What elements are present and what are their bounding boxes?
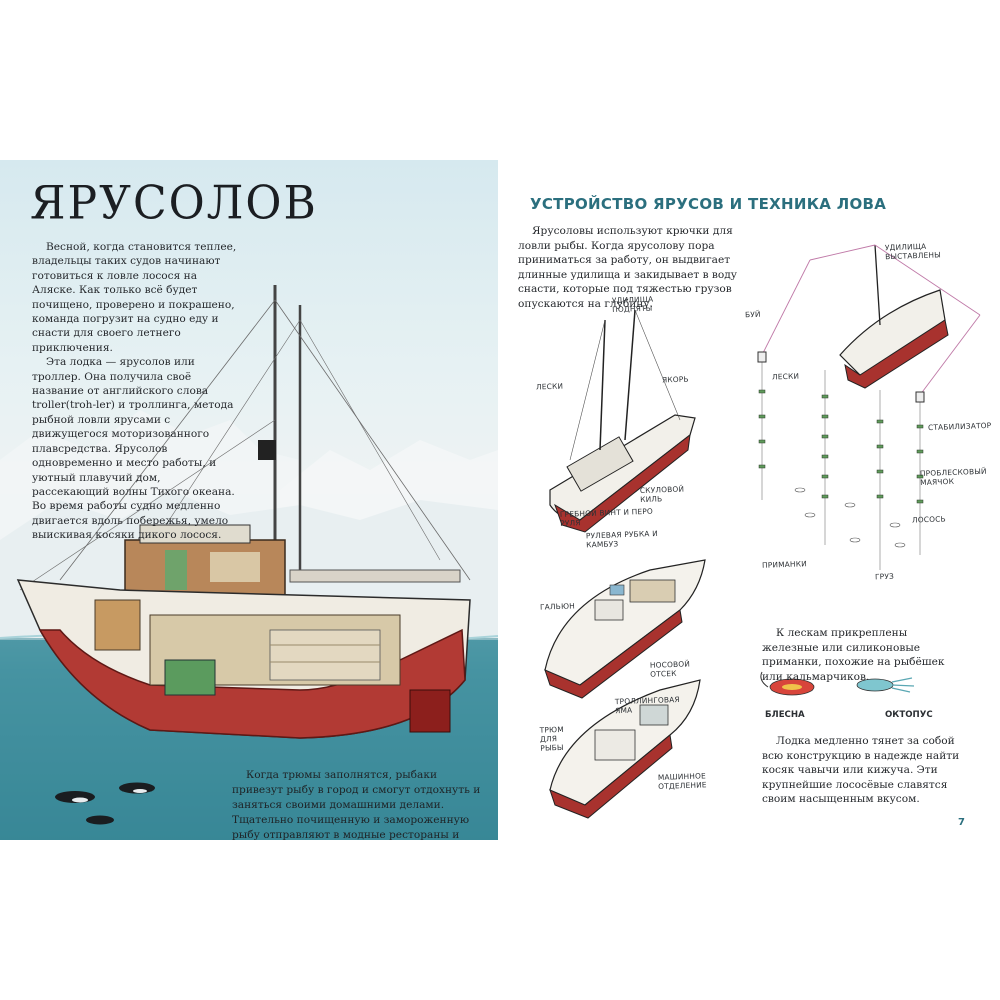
- boat-top-cutaway-drawing: [544, 559, 706, 699]
- label-flasher: ПРОБЛЕСКОВЫЙ МАЯЧОК: [919, 466, 987, 488]
- label-head: ГАЛЬЮН: [539, 601, 576, 612]
- label-anchor: ЯКОРЬ: [661, 374, 689, 385]
- left-caption: Когда трюмы заполнятся, рыбаки привезут …: [232, 769, 481, 840]
- label-octopus-lure: ОКТОПУС: [885, 710, 933, 720]
- right-intro-text: Ярусоловы используют крючки для ловли ры…: [518, 225, 738, 310]
- label-engine-room: МАШИННОЕ ОТДЕЛЕНИЕ: [657, 771, 707, 791]
- label-trolling-pit: ТРОЛЛИНГОВАЯ ЯМА: [614, 694, 680, 716]
- trolling-rig-drawing: [757, 244, 981, 570]
- label-rods-raised: УДИЛИЩА ПОДНЯТЫ: [611, 294, 654, 315]
- label-lines: ЛЕСКИ: [535, 381, 564, 392]
- intro-text: Весной, когда становится теплее, владель…: [32, 240, 237, 543]
- trawler-cutaway-illustration: [0, 285, 498, 840]
- intro-paragraph: Весной, когда становится теплее, владель…: [32, 241, 237, 354]
- right-page: УСТРОЙСТВО ЯРУСОВ И ТЕХНИКА ЛОВА Ярусоло…: [500, 160, 1000, 840]
- section-title: УСТРОЙСТВО ЯРУСОВ И ТЕХНИКА ЛОВА: [530, 195, 887, 213]
- label-lures: ПРИМАНКИ: [761, 559, 808, 570]
- left-page: ЯРУСОЛОВ Весной, когда становится теплее…: [0, 160, 498, 840]
- label-fish-hold: ТРЮМ ДЛЯ РЫБЫ: [539, 724, 564, 753]
- octopus-lure-drawing: [856, 677, 915, 693]
- label-propeller-rudder: ГРЕБНОЙ ВИНТ И ПЕРО РУЛЯ: [559, 506, 654, 528]
- page-title: ЯРУСОЛОВ: [30, 176, 318, 231]
- label-bow-compartment: НОСОВОЙ ОТСЕК: [649, 659, 691, 679]
- page-number: 7: [958, 817, 965, 828]
- slow-tow-text: Лодка медленно тянет за собой всю констр…: [762, 735, 960, 806]
- lures-text: К лескам прикреплены железные или силико…: [762, 627, 945, 683]
- boat-rods-raised-drawing: [549, 309, 696, 533]
- boat-hold-cutaway-drawing: [549, 679, 701, 819]
- intro-paragraph: Эта лодка — ярусолов или троллер. Она по…: [32, 356, 235, 542]
- rigging-diagram: [544, 244, 981, 819]
- label-weight: ГРУЗ: [874, 571, 895, 582]
- label-buoy: БУЙ: [744, 309, 761, 320]
- label-bilge-keel: СКУЛОВОЙ КИЛЬ: [639, 484, 685, 505]
- label-salmon: ЛОСОСЬ: [911, 514, 946, 525]
- label-spoon-lure: БЛЕСНА: [765, 710, 805, 720]
- label-rods-extended: УДИЛИЩА ВЫСТАВЛЕНЫ: [884, 241, 942, 262]
- label-wheelhouse-galley: РУЛЕВАЯ РУБКА И КАМБУЗ: [585, 528, 658, 550]
- label-lines-right: ЛЕСКИ: [771, 371, 800, 382]
- spoon-lure-drawing: [760, 671, 815, 696]
